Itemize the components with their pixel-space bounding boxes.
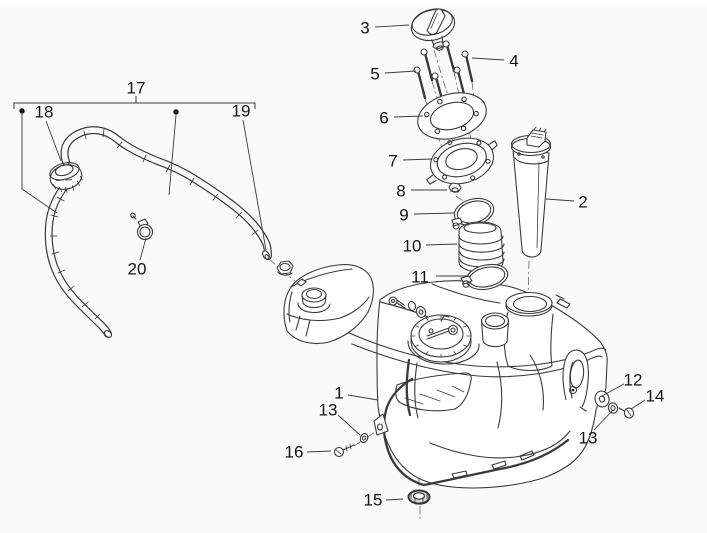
leader-line-12: [601, 383, 625, 397]
hose-fitting-nut: [276, 260, 294, 276]
part-number-2: 2: [578, 193, 587, 212]
part-number-14: 14: [646, 387, 665, 406]
part-callout-13: 13: [579, 409, 614, 448]
leader-line-13: [593, 409, 614, 431]
part-number-19: 19: [232, 102, 251, 121]
leader-line-19: [242, 119, 267, 251]
leader-line-10: [425, 243, 458, 246]
part-number-11: 11: [411, 268, 429, 287]
part-number-5: 5: [370, 65, 379, 84]
hose-end-lower: [103, 330, 113, 338]
bullet-leader-2: [168, 114, 177, 196]
leader-line-7: [402, 158, 433, 161]
bracket-bullet-1: [19, 108, 25, 114]
leader-line-15: [385, 498, 404, 501]
part-number-15: 15: [364, 491, 383, 510]
cap-flange-ring: [417, 92, 487, 140]
part-number-20: 20: [128, 260, 147, 279]
part-number-8: 8: [396, 182, 405, 201]
flange-nut: [448, 182, 462, 193]
part-callout-14: 14: [630, 387, 665, 410]
pump-lock-ring: [407, 314, 480, 365]
fuel-sender-tube: [510, 126, 552, 258]
part-callout-1: 1: [334, 384, 379, 403]
part-number-3: 3: [360, 19, 369, 38]
leader-line-20: [139, 237, 147, 261]
tank-left-pod: [276, 260, 374, 345]
part-callout-3: 3: [360, 19, 410, 38]
part-number-4: 4: [509, 52, 518, 71]
washer-12: [594, 390, 610, 408]
part-callout-4: 4: [471, 52, 519, 71]
part-number-17: 17: [127, 79, 146, 98]
part-callout-20: 20: [128, 237, 147, 279]
filler-opening: [505, 291, 553, 317]
part-callout-17: 17: [127, 79, 146, 98]
part-callout-11: 11: [411, 268, 467, 287]
part-callout-5: 5: [370, 65, 417, 84]
part-callout-16: 16: [285, 443, 332, 462]
leader-line-16: [306, 450, 332, 453]
part-callout-6: 6: [379, 109, 424, 128]
filler-bellows: [458, 221, 505, 273]
bullet-leader-1: [21, 114, 58, 214]
leader-line-9: [413, 212, 455, 215]
part-number-12: 12: [624, 371, 643, 390]
screw-14: [618, 407, 635, 419]
leader-line-2: [545, 198, 575, 202]
fuel-cap: [410, 8, 456, 51]
part-callout-15: 15: [364, 491, 404, 510]
vent-neck: [480, 312, 510, 348]
part-callout-8: 8: [396, 182, 447, 201]
part-number-13: 13: [579, 429, 598, 448]
tank-grommet: [407, 489, 431, 505]
part-number-13: 13: [319, 401, 338, 420]
part-callout-2: 2: [545, 193, 588, 212]
part-number-16: 16: [285, 443, 304, 462]
washer-13-right: [607, 402, 619, 414]
washer-13-left: [359, 432, 369, 444]
leader-line-4: [471, 57, 505, 61]
rollover-valve: [49, 162, 83, 193]
part-number-7: 7: [388, 152, 397, 171]
leader-line-13: [337, 414, 361, 436]
leader-line-1: [347, 394, 379, 401]
filler-neck-flange: [426, 137, 498, 185]
pump-ring-fasteners: [388, 296, 427, 318]
part-number-6: 6: [379, 109, 388, 128]
leader-line-6: [393, 115, 424, 118]
part-callout-13: 13: [319, 401, 361, 436]
leader-line-18: [45, 120, 62, 162]
bottom-mount-fasteners: [333, 432, 369, 458]
screw-16: [333, 443, 355, 458]
part-number-9: 9: [399, 206, 408, 225]
part-callout-19: 19: [232, 102, 267, 251]
hose-clamp: [130, 212, 154, 241]
clamp-ring-lower: [460, 263, 509, 291]
side-mount-fasteners: [594, 390, 635, 419]
bracket-line: [13, 102, 256, 109]
part-callout-10: 10: [403, 237, 458, 256]
leader-line-14: [630, 399, 646, 410]
leader-line-3: [374, 24, 410, 28]
part-number-1: 1: [334, 384, 343, 403]
fuel-tank-body: [346, 280, 608, 489]
breather-hose-assembly: [44, 126, 272, 338]
part-callout-9: 9: [399, 206, 455, 225]
part-callout-18: 18: [35, 103, 62, 162]
leader-line-5: [384, 70, 417, 74]
page-top-band: [0, 0, 707, 5]
part-callout-7: 7: [388, 152, 433, 171]
part-number-10: 10: [403, 237, 422, 256]
part-callout-12: 12: [601, 371, 643, 397]
hose-assembly-bracket: [13, 96, 256, 214]
bracket-bullet-2: [173, 109, 179, 115]
part-number-18: 18: [35, 103, 54, 122]
